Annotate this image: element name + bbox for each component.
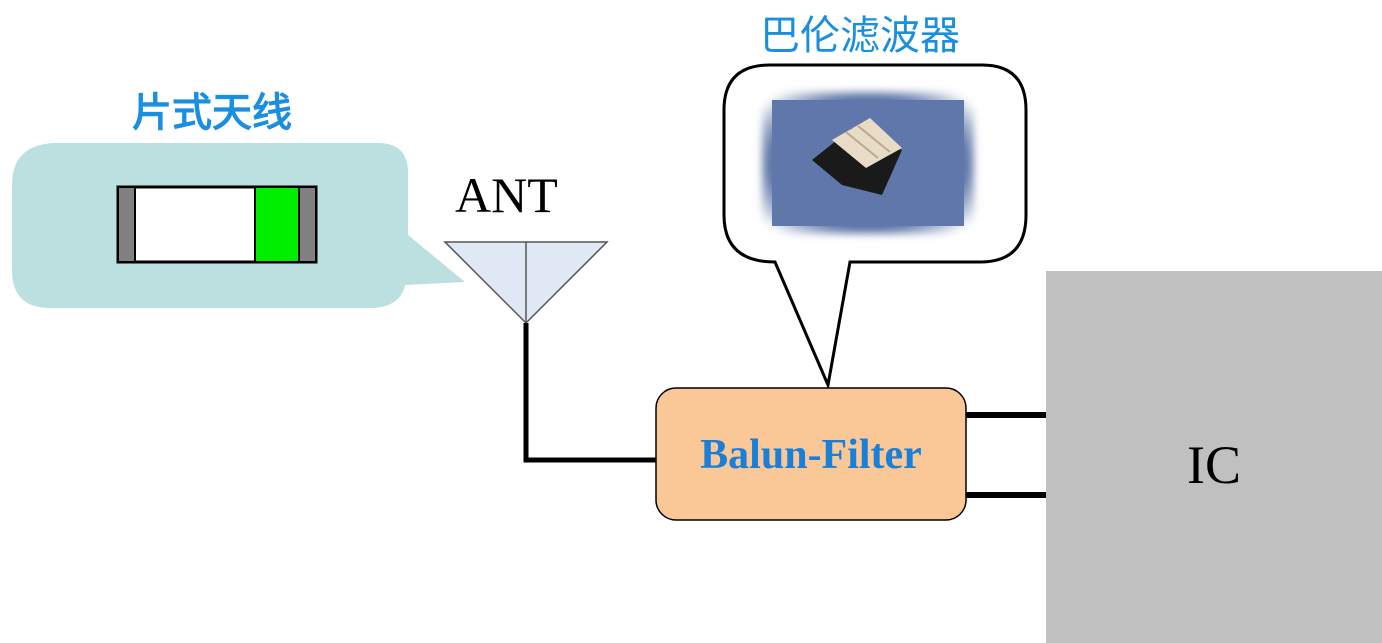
antenna-icon (443, 241, 609, 325)
chip-antenna-title: 片式天线 (132, 90, 292, 136)
antenna-to-balun-wire (523, 323, 656, 463)
ic-block (1046, 271, 1382, 643)
balun-filter-block-label: Balun-Filter (700, 432, 922, 478)
antenna-label: ANT (455, 167, 558, 223)
balun-filter-photo (762, 92, 974, 234)
balun-filter-title: 巴伦滤波器 (760, 13, 960, 59)
ic-label: IC (1187, 435, 1241, 495)
chip-antenna-icon (116, 185, 318, 264)
balun-filter-block (655, 387, 967, 521)
